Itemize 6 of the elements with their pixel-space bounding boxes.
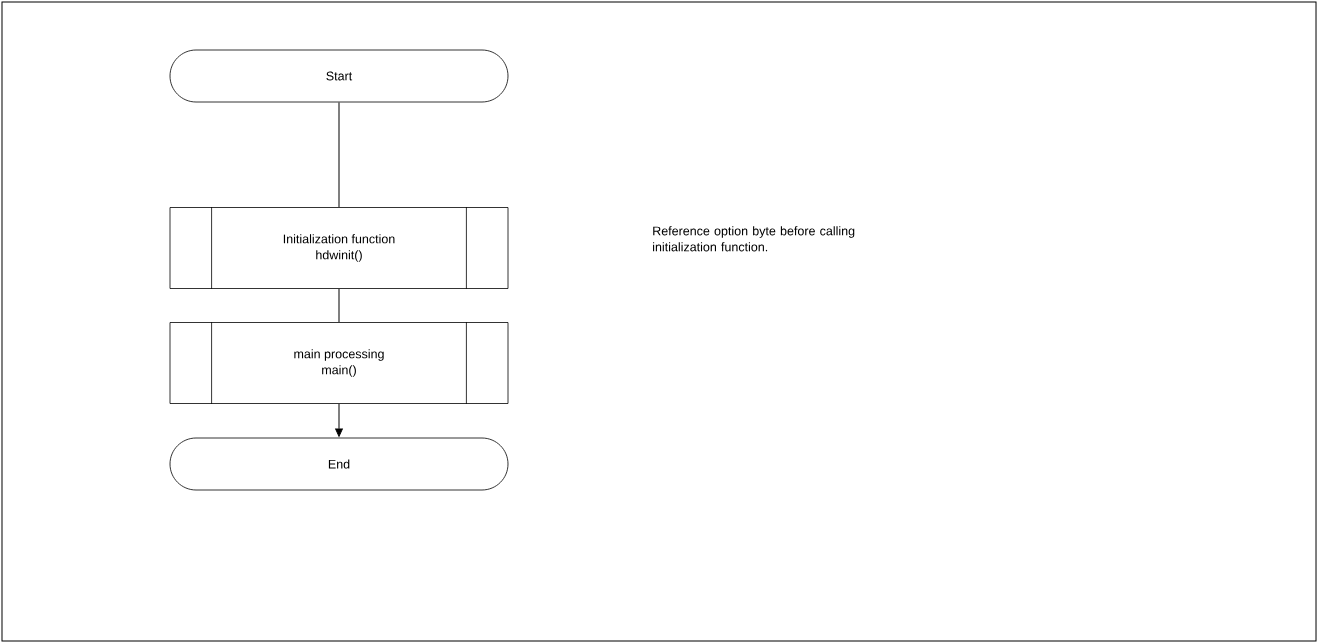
arrow <box>335 403 343 437</box>
note-text: Reference option byte before calling initialization function. <box>653 226 855 252</box>
connector-line <box>338 101 340 208</box>
connector-line <box>338 288 340 323</box>
process-box: Initialization function hdwinit() <box>169 206 509 290</box>
process-box: main processing main() <box>169 321 509 405</box>
